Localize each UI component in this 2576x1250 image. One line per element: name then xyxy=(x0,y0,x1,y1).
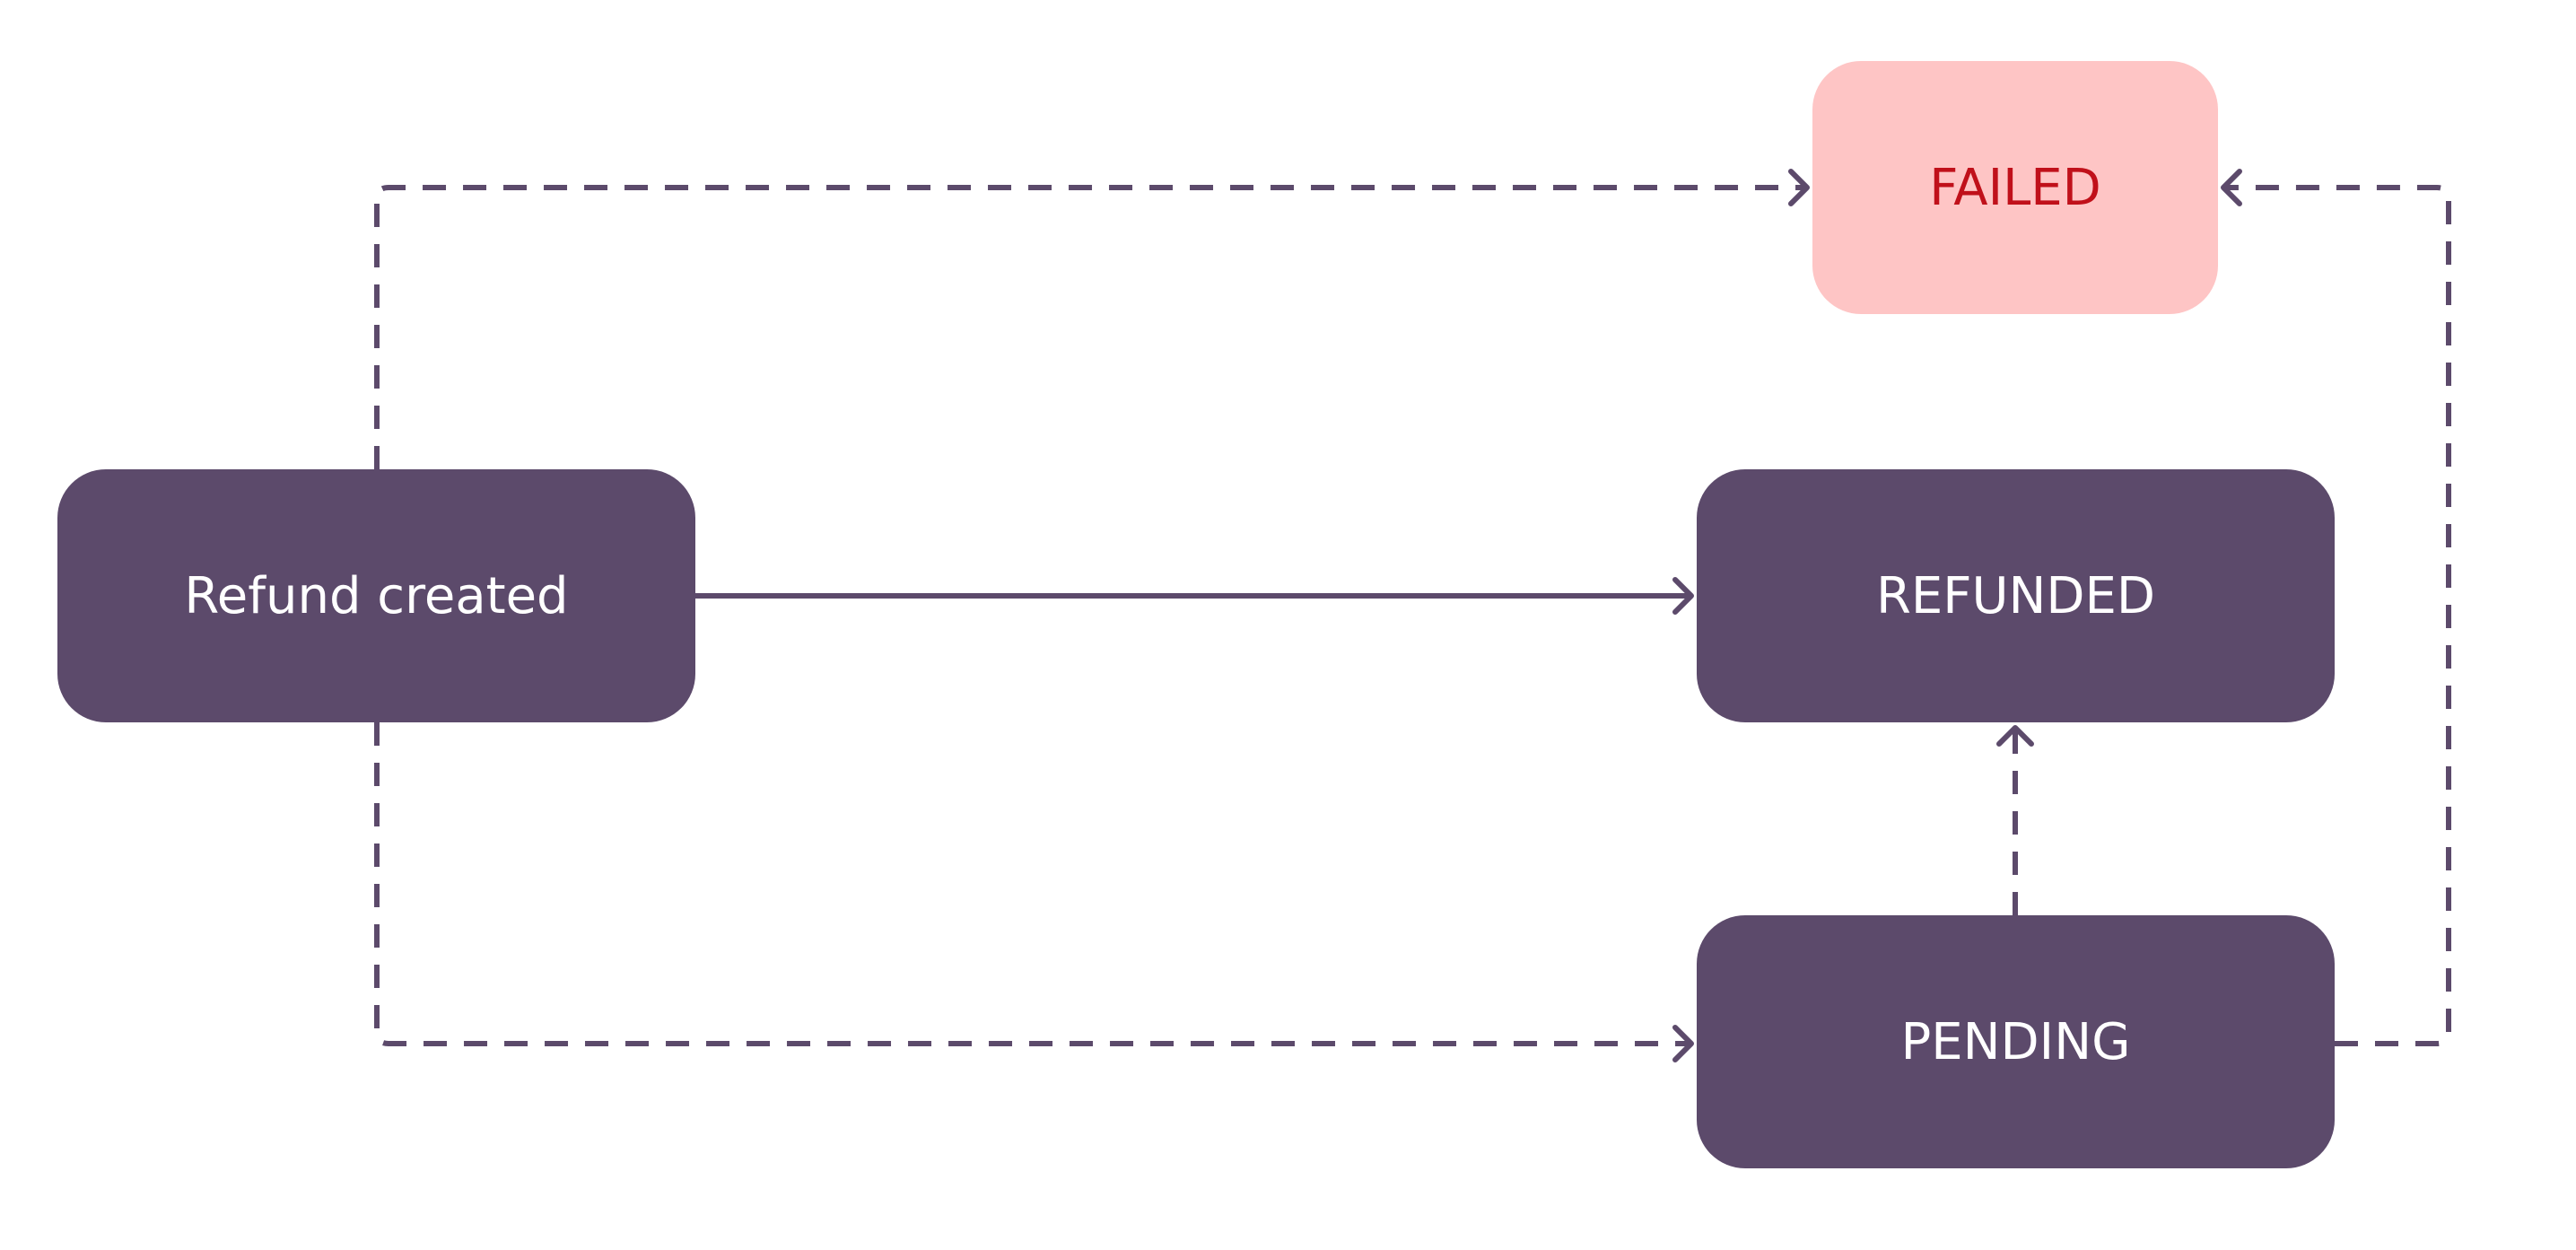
edge-pending-to-failed xyxy=(2221,169,2451,1046)
node-pending[interactable]: PENDING xyxy=(1697,915,2335,1168)
node-refund-created-label: Refund created xyxy=(184,566,569,625)
node-failed-label: FAILED xyxy=(1929,158,2101,217)
edge-refund-created-to-failed xyxy=(374,169,1810,469)
node-refund-created[interactable]: Refund created xyxy=(57,469,695,722)
node-pending-label: PENDING xyxy=(1900,1012,2131,1071)
node-refunded-label: REFUNDED xyxy=(1875,566,2155,625)
edge-refund-created-to-refunded xyxy=(695,577,1694,615)
edge-refund-created-to-pending xyxy=(374,722,1694,1062)
node-refunded[interactable]: REFUNDED xyxy=(1697,469,2335,722)
edge-pending-to-refunded xyxy=(1996,725,2034,915)
node-failed[interactable]: FAILED xyxy=(1812,61,2218,314)
